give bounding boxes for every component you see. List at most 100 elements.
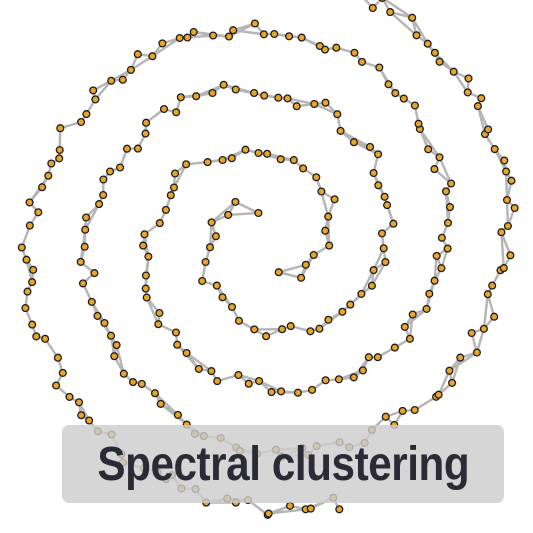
graph-node [21,304,30,313]
graph-node [443,244,452,253]
graph-node [369,266,378,275]
graph-node [182,348,191,358]
graph-node [82,213,91,222]
graph-edge [408,313,414,340]
graph-node [473,102,482,111]
graph-node [82,110,91,119]
graph-node [90,269,99,278]
graph-node [207,218,216,227]
graph-node [110,352,119,361]
graph-node [405,334,414,343]
graph-node [422,304,431,313]
caption-box: Spectral clustering [62,425,504,503]
graph-node [315,324,324,333]
graph-node [255,376,264,386]
graph-node [277,387,286,396]
graph-edge [186,34,215,39]
graph-node [173,410,182,419]
graph-node [357,57,367,66]
graph-node [399,94,408,103]
graph-edge [500,230,512,257]
graph-node [263,149,272,158]
graph-edge [500,230,505,270]
graph-node [229,26,238,35]
graph-node [77,117,86,127]
graph-node [122,144,132,153]
graph-node [159,104,169,114]
graph-node [141,129,150,138]
graph-node [91,95,100,104]
graph-node [173,340,182,349]
graph-node [389,219,398,228]
graph-node [285,501,295,510]
graph-node [140,230,149,239]
graph-edge [234,200,260,215]
graph-edge [363,0,374,10]
graph-node [335,505,344,514]
graph-node [507,176,516,185]
graph-node [400,322,409,331]
graph-node [218,293,227,302]
graph-node [201,257,210,267]
graph-node [28,278,37,287]
graph-node [170,169,180,178]
graph-node [443,218,453,227]
graph-node [309,250,318,260]
graph-node [77,411,86,420]
graph-node [137,379,146,388]
graph-node [32,332,41,341]
graph-node [41,334,50,343]
graph-node [85,416,94,425]
graph-node [350,48,359,57]
graph-node [332,43,341,52]
graph-edge [83,202,101,231]
graph-node [378,0,386,2]
graph-node [308,385,317,394]
graph-node [479,324,488,333]
graph-node [274,268,283,277]
graph-node [28,320,37,329]
graph-node [490,312,499,321]
graph-edge [411,16,429,45]
graph-node [203,158,212,167]
graph-node [306,327,315,336]
graph-edge [482,293,489,330]
graph-node [93,311,102,320]
graph-edge [403,307,428,329]
graph-node [209,31,218,40]
graph-node [437,264,446,273]
graph-node [254,148,263,158]
graph-node [285,32,294,41]
graph-node [297,33,306,42]
graph-node [357,289,366,298]
graph-node [346,300,355,309]
graph-edge [129,55,154,72]
graph-node [435,153,444,162]
graph-node [47,159,56,168]
graph-node [497,228,506,237]
graph-node [106,167,115,176]
graph-node [445,203,455,212]
graph-node [99,175,108,184]
graph-node [412,31,421,40]
graph-node [52,381,61,390]
graph-edge [115,343,126,375]
graph-node [95,200,104,209]
graph-node [141,284,150,293]
graph-edge [286,97,316,106]
graph-node [317,187,326,196]
graph-node [25,221,34,230]
graph-node [334,375,343,384]
graph-node [87,297,96,306]
graph-node [128,378,138,387]
graph-edge [227,22,257,38]
graph-node [100,318,109,328]
graph-node [424,145,433,154]
graph-node [254,208,263,218]
graph-node [364,353,373,362]
graph-edge [370,260,387,287]
graph-edge [437,369,451,396]
graph-node [107,76,116,85]
graph-node [293,388,302,397]
graph-node [231,85,240,94]
